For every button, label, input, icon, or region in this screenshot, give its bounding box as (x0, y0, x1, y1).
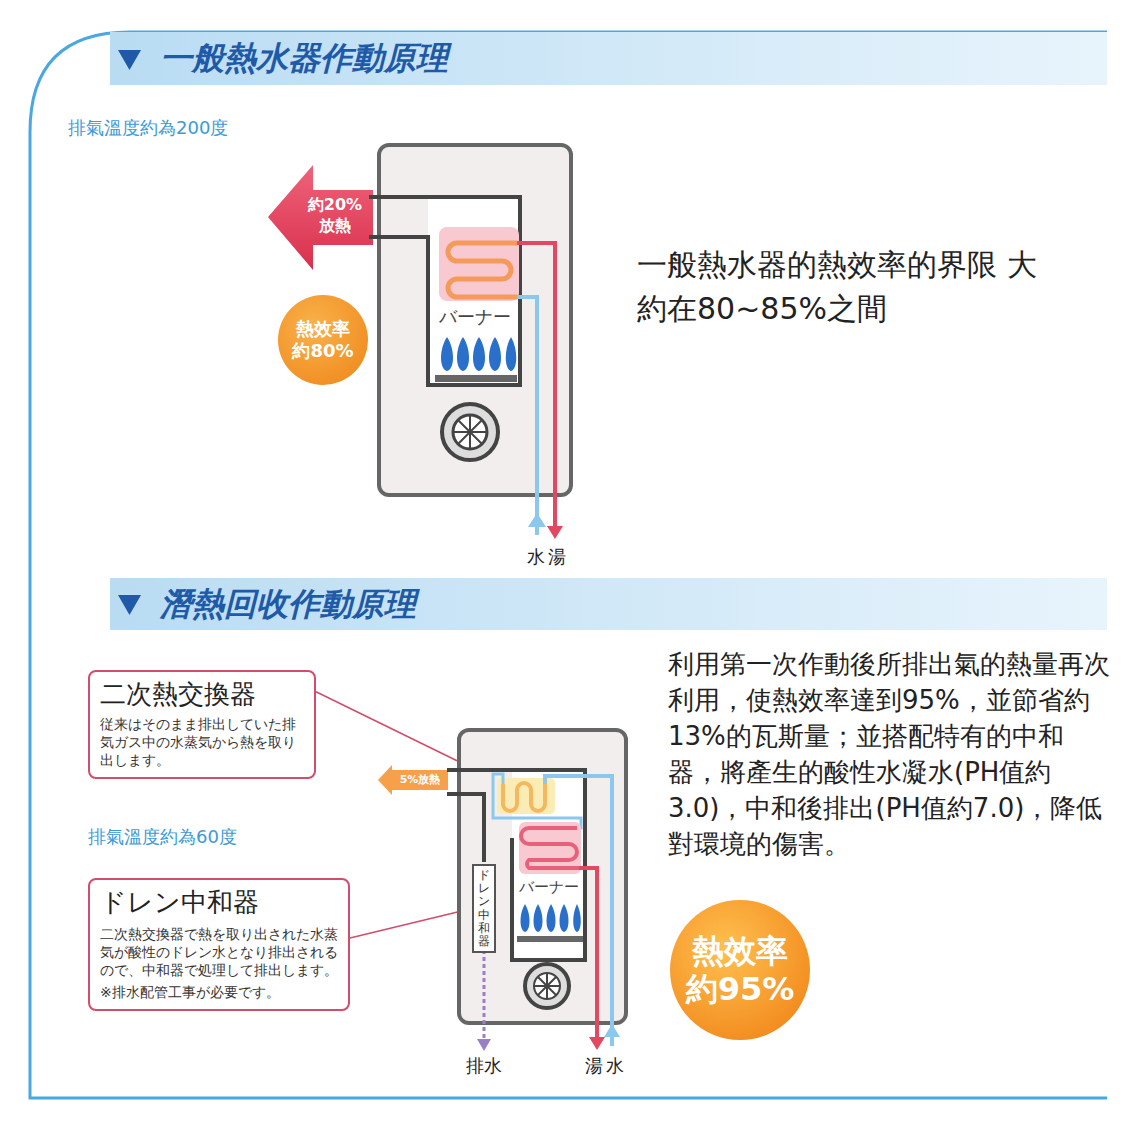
leader-line (350, 909, 472, 938)
text-label: 排氣溫度約為200度 (68, 116, 228, 140)
neutralizer-column: ドレン中和器 (472, 864, 496, 953)
text-label: 利用第一次作動後所排出氣的熱量再次利用，使熱效率達到95%，並節省約13%的瓦斯… (668, 646, 1113, 862)
heat-loss-arrow: 5%放熱 (378, 765, 448, 795)
callout-note: ※排水配管工事が必要です。 (100, 983, 338, 1001)
band-triangle (110, 578, 150, 630)
efficiency-badge: 熱效率 約95% (670, 900, 810, 1040)
text-label: 一般熱水器的熱效率的界限 大約在80~85%之間 (637, 243, 1052, 331)
badge-text: 熱效率 約95% (684, 932, 796, 1009)
text-label: 湯 (585, 1054, 603, 1078)
vertical-label: ドレン中和器 (478, 869, 490, 948)
badge-text: 熱效率 約80% (288, 318, 358, 363)
arrow-label: 約20% 放熱 (304, 195, 366, 237)
callout-heading: 二次熱交換器 (100, 678, 304, 711)
leader-line (316, 692, 457, 761)
heat-loss-arrow: 約20% 放熱 (268, 165, 370, 270)
water-heater: バーナー ドレン中和器 (457, 728, 628, 1025)
section-band: 潛熱回收作動原理 (110, 578, 1107, 630)
text-label: 湯 (548, 545, 566, 569)
callout-body: 従来はそのまま排出していた排気ガス中の水蒸気から熱を取り出します。 (100, 715, 304, 770)
text-label: 水 (527, 545, 545, 569)
part-label: バーナー (439, 305, 511, 329)
band-title: 潛熱回收作動原理 (160, 578, 416, 630)
band-triangle (110, 32, 150, 85)
band-title: 一般熱水器作動原理 (160, 32, 448, 85)
water-heater: バーナー (377, 143, 573, 497)
efficiency-badge: 熱效率 約80% (278, 295, 368, 385)
text-label: 排氣溫度約為60度 (88, 825, 237, 849)
callout-box: 二次熱交換器従来はそのまま排出していた排気ガス中の水蒸気から熱を取り出します。 (88, 670, 316, 779)
callout-heading: ドレン中和器 (100, 886, 338, 919)
callout-box: ドレン中和器二次熱交換器で熱を取り出された水蒸気が酸性のドレン水となり排出される… (88, 878, 350, 1011)
part-label: バーナー (519, 878, 579, 897)
frame-line (30, 32, 1107, 1098)
arrow-label: 5%放熱 (392, 772, 448, 788)
section-band: 一般熱水器作動原理 (110, 32, 1107, 85)
text-label: 排水 (466, 1054, 502, 1078)
text-label: 水 (606, 1054, 624, 1078)
callout-body: 二次熱交換器で熱を取り出された水蒸気が酸性のドレン水となり排出されるので、中和器… (100, 925, 338, 980)
